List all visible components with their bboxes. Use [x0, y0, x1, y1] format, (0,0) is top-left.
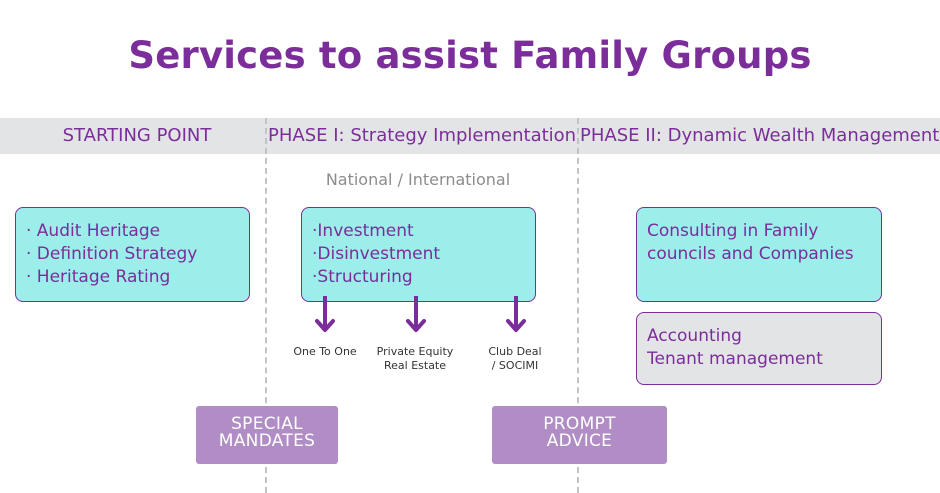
column-header-phase-2: PHASE II: Dynamic Wealth Management	[580, 125, 940, 146]
column-divider-right	[577, 118, 579, 493]
arrow-down-icon	[315, 296, 335, 332]
box-line-disinvestment: ·Disinvestment	[312, 244, 441, 264]
box-line-heritage-rating: · Heritage Rating	[26, 267, 171, 287]
caption-line: Real Estate	[383, 359, 447, 372]
caption-club-deal: Club Deal / SOCIMI	[476, 345, 554, 373]
box-line-audit-heritage: · Audit Heritage	[26, 221, 161, 241]
phase1-box: ·Investment ·Disinvestment ·Structuring	[301, 207, 536, 302]
box-line-tenant-management: Tenant management	[647, 349, 823, 369]
column-divider-left	[265, 118, 267, 493]
prompt-advice-pill: PROMPT ADVICE	[492, 406, 667, 464]
box-line-investment: ·Investment	[312, 221, 414, 241]
phase2-consulting-box: Consulting in Family councils and Compan…	[636, 207, 882, 302]
box-line-accounting: Accounting	[647, 326, 742, 346]
caption-private-equity: Private Equity Real Estate	[365, 345, 465, 373]
column-header-starting-point: STARTING POINT	[62, 125, 212, 146]
box-line-consulting: Consulting in Family	[647, 221, 819, 241]
caption-line: / SOCIMI	[491, 359, 539, 372]
arrow-head	[406, 319, 426, 332]
arrow-down-icon	[506, 296, 526, 332]
box-line-structuring: ·Structuring	[312, 267, 413, 287]
arrow-down-icon	[406, 296, 426, 332]
box-line-councils: councils and Companies	[647, 244, 854, 264]
page-title: Services to assist Family Groups	[128, 34, 812, 77]
caption-line: Private Equity	[376, 345, 454, 358]
box-line-definition-strategy: · Definition Strategy	[26, 244, 198, 264]
caption-line: One To One	[293, 345, 357, 358]
phase2-accounting-box: Accounting Tenant management	[636, 312, 882, 385]
caption-line: Club Deal	[488, 345, 542, 358]
column-header-phase-1: PHASE I: Strategy Implementation	[268, 125, 577, 146]
arrow-head	[506, 319, 526, 332]
starting-point-box: · Audit Heritage · Definition Strategy ·…	[15, 207, 250, 302]
arrow-head	[315, 319, 335, 332]
pill-line: SPECIAL	[231, 414, 303, 434]
caption-one-to-one: One To One	[280, 345, 370, 359]
phase-header-band	[0, 118, 940, 154]
pill-line: ADVICE	[546, 431, 613, 451]
pill-line: MANDATES	[218, 431, 316, 451]
special-mandates-pill: SPECIAL MANDATES	[196, 406, 338, 464]
pill-line: PROMPT	[543, 414, 616, 434]
phase1-subheading: National / International	[325, 170, 511, 189]
